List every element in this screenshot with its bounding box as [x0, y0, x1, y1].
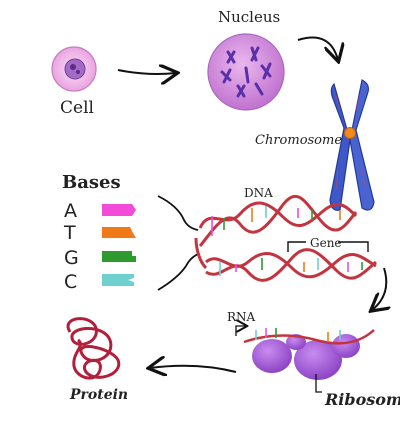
bases-flags: [102, 204, 136, 286]
gene-bracket: [287, 241, 369, 252]
arrow-ribosome-to-protein: [150, 366, 237, 372]
chromosome-illustration: [329, 79, 375, 211]
arrow-cell-to-nucleus: [117, 70, 176, 74]
arrow-nucleus-to-chromosome: [297, 36, 338, 61]
base-flag-c: [102, 274, 134, 286]
base-letter-c: C: [64, 271, 78, 293]
dna-helix: [194, 194, 377, 282]
label-chromosome: Chromosome: [255, 133, 343, 148]
label-cell: Cell: [60, 98, 94, 118]
label-protein: Protein: [70, 387, 129, 403]
base-letter-t: T: [64, 222, 76, 244]
base-flag-t: [102, 227, 136, 238]
ribosome-illustration: [235, 326, 375, 393]
base-flag-g: [102, 251, 136, 262]
label-nucleus: Nucleus: [218, 8, 281, 26]
base-letter-a: A: [64, 200, 77, 222]
label-rna: RNA: [227, 310, 256, 324]
brace-bottom: [157, 253, 199, 291]
arrow-dna-to-ribosome: [372, 267, 386, 310]
label-gene: Gene: [310, 236, 342, 250]
label-dna: DNA: [244, 186, 273, 200]
label-ribosome: Ribosome: [325, 390, 400, 409]
protein-illustration: [66, 317, 121, 380]
nucleus-illustration: [207, 33, 285, 111]
brace-top: [157, 195, 199, 231]
base-flag-a: [102, 204, 136, 216]
cell-illustration: [51, 46, 97, 92]
base-letter-g: G: [64, 247, 79, 269]
label-bases: Bases: [62, 172, 121, 193]
